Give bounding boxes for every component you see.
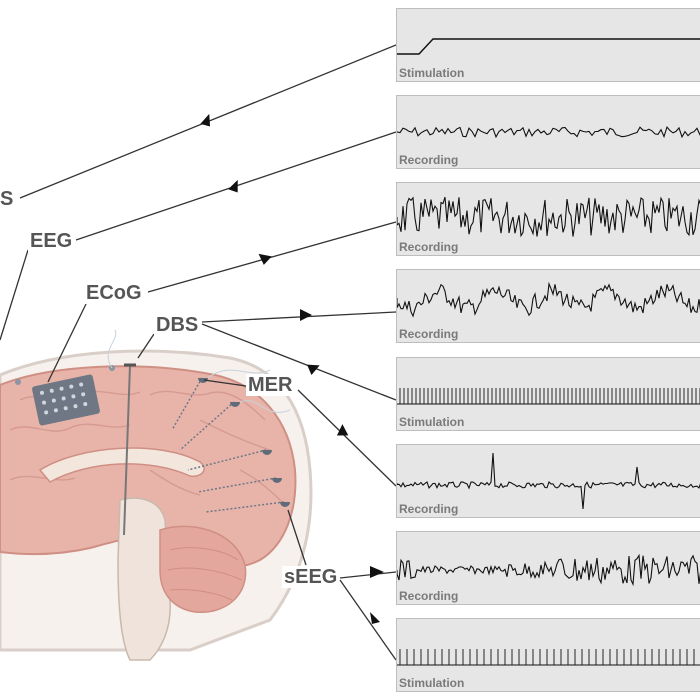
connector-ecog <box>147 221 397 293</box>
panel-label: Stimulation <box>399 415 465 429</box>
signal-trace <box>397 125 700 139</box>
arrowhead <box>258 253 272 265</box>
corpus-callosum <box>38 447 205 483</box>
seeg-electrodes <box>171 377 285 513</box>
signal-panel-dbs-recording: Recording <box>396 269 700 343</box>
dbs-lead <box>123 364 131 536</box>
signal-trace <box>397 388 700 405</box>
signal-trace <box>397 281 700 318</box>
panel-label: Stimulation <box>399 66 465 80</box>
signal-panel-ecog-recording: Recording <box>396 182 700 256</box>
signal-panel-tms-stimulation: Stimulation <box>396 8 700 82</box>
trace-line <box>397 388 700 405</box>
signal-trace <box>397 38 700 55</box>
connector-seeg-rec <box>339 571 397 579</box>
signal-panel-seeg-recording: Recording <box>396 531 700 605</box>
signal-panel-eeg-recording: Recording <box>396 95 700 169</box>
panel-label: Recording <box>399 327 459 341</box>
signal-trace <box>397 452 700 510</box>
connector-mer-leader <box>203 379 247 387</box>
panel-label: Recording <box>399 153 459 167</box>
arrowhead <box>370 566 384 578</box>
connector-eeg-leader <box>0 249 29 341</box>
connector-seeg-leader <box>287 509 307 566</box>
connector-dbs-leader <box>137 333 155 359</box>
arrowhead <box>336 424 349 436</box>
signal-trace <box>397 649 700 666</box>
panel-label: Recording <box>399 502 459 516</box>
trace-line <box>397 281 700 318</box>
connector-dbs-rec <box>201 311 397 323</box>
trace-line <box>397 38 700 55</box>
panel-label: Recording <box>399 240 459 254</box>
brainstem <box>117 497 171 661</box>
arrowhead <box>228 179 238 193</box>
connector-ecog-leader <box>47 303 87 383</box>
trace-line <box>397 553 700 587</box>
signal-trace <box>397 553 700 587</box>
panel-label: Recording <box>399 589 459 603</box>
trace-line <box>397 649 700 666</box>
trace-line <box>397 452 700 510</box>
connector-seeg-stim <box>339 579 397 661</box>
connector-dbs-stim <box>201 323 397 401</box>
label-dbs: DBS <box>154 314 201 336</box>
label-eeg: EEG <box>28 230 75 252</box>
label-ecog: ECoG <box>84 282 144 304</box>
signal-trace <box>397 196 700 238</box>
ecog-grid <box>32 374 100 426</box>
arrowhead <box>300 309 312 321</box>
panel-label: Stimulation <box>399 676 465 690</box>
trace-line <box>397 196 700 238</box>
label-mer: MER <box>246 374 295 396</box>
arrowhead <box>370 612 380 624</box>
connector-mer <box>297 389 397 487</box>
signal-panel-seeg-stimulation: Stimulation <box>396 618 700 692</box>
label-tms: S <box>0 188 16 210</box>
label-seeg: sEEG <box>282 566 340 588</box>
signal-panel-dbs-stimulation: Stimulation <box>396 357 700 431</box>
signal-panel-mer-recording: Recording <box>396 444 700 518</box>
arrowhead <box>307 364 320 376</box>
arrowhead <box>200 113 211 127</box>
trace-line <box>397 125 700 139</box>
